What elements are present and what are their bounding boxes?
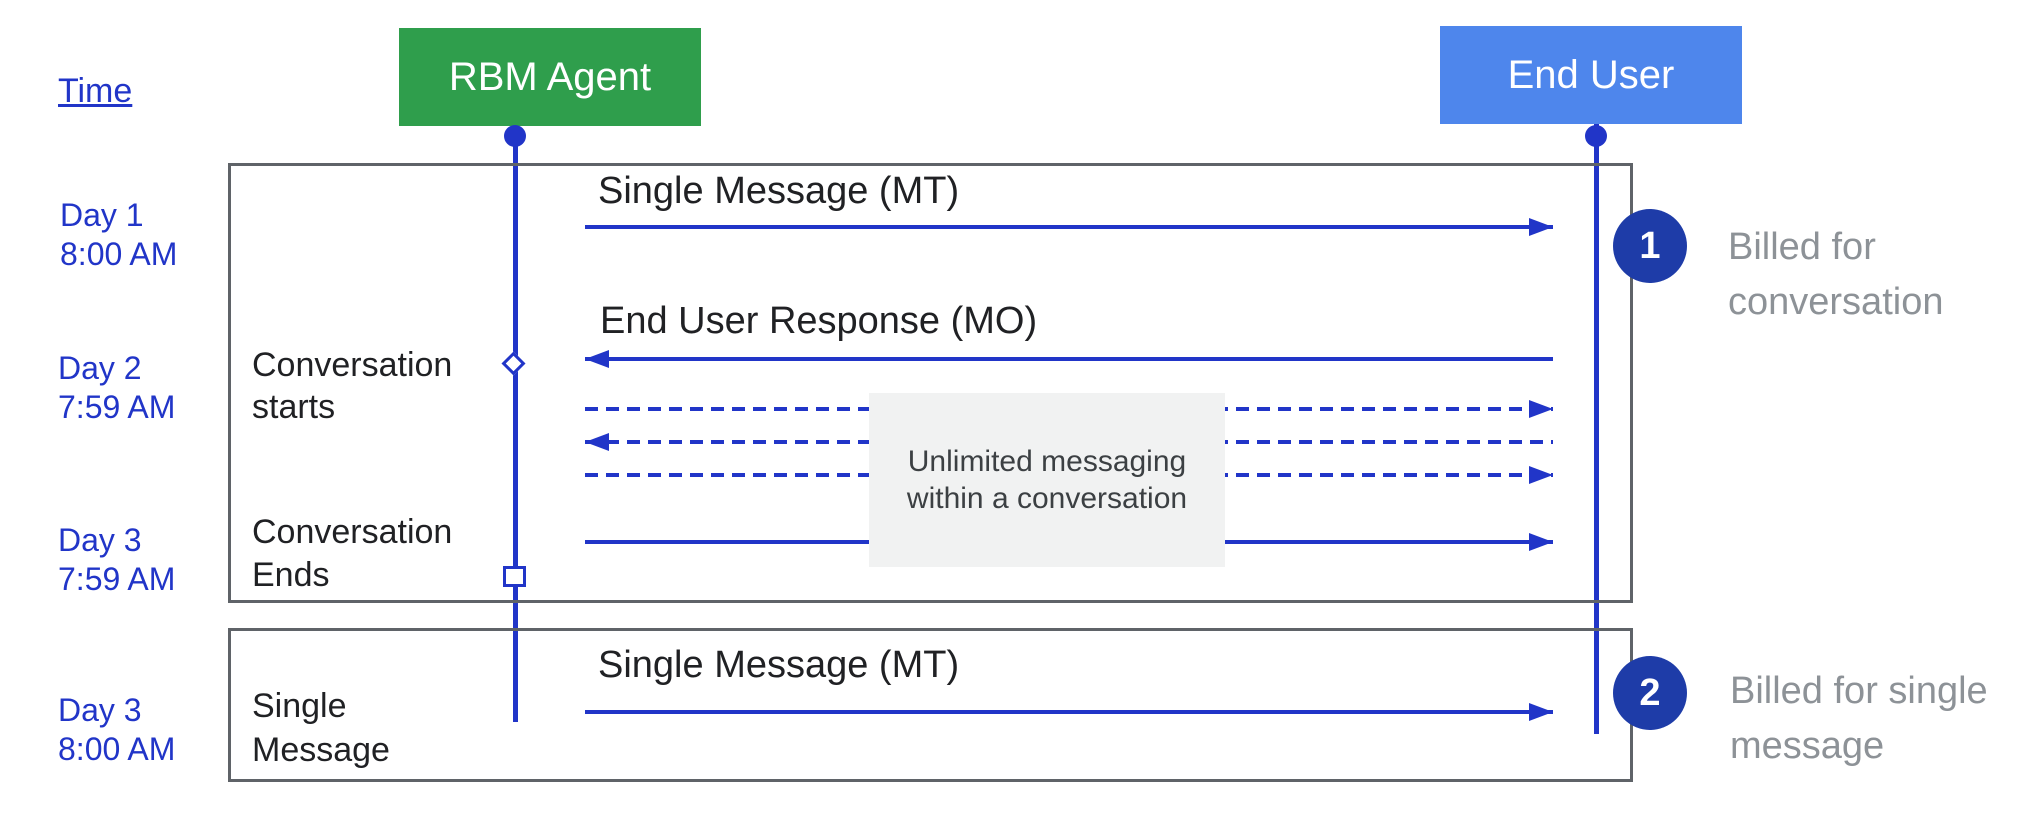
time-axis-label: Time — [58, 72, 133, 110]
unlimited-messaging-note-text: Unlimited messaging within a conversatio… — [906, 445, 1188, 515]
actor-rbm-agent: RBM Agent — [399, 28, 701, 126]
conversation-frame — [228, 163, 1633, 603]
billing-badge-1: 1 — [1613, 209, 1687, 283]
billing-label-conversation: Billed for conversation — [1728, 226, 1944, 323]
end-user-lifeline — [1594, 124, 1599, 734]
single-mt-message-arrow-right — [585, 703, 1553, 721]
rbm-agent-lifeline-dot — [504, 125, 526, 147]
arrow-head-left-icon — [585, 433, 609, 451]
arrow-head-right-icon — [1529, 533, 1553, 551]
actor-end-user: End User — [1440, 26, 1742, 124]
conversation-ends-note: Conversation Ends — [252, 513, 453, 594]
end-user-lifeline-dot — [1585, 125, 1607, 147]
conversation-starts-note: Conversation starts — [252, 346, 453, 426]
billing-badge-2-number: 2 — [1639, 671, 1661, 714]
actor-end-user-label: End User — [1507, 52, 1675, 97]
timestamp-day1: Day 1 8:00 AM — [60, 196, 240, 274]
timestamp-day3-759: Day 3 7:59 AM — [58, 521, 238, 599]
arrow-head-right-icon — [1529, 703, 1553, 721]
actor-rbm-agent-label: RBM Agent — [448, 54, 652, 99]
arrow-head-right-icon — [1529, 400, 1553, 418]
billing-label-single-message: Billed for single message — [1730, 670, 1988, 767]
arrow-head-right-icon — [1529, 466, 1553, 484]
rbm-agent-lifeline — [513, 126, 518, 722]
arrow-head-right-icon — [1529, 218, 1553, 236]
conversation-end-square-icon — [503, 566, 526, 587]
mt-message-label: Single Message (MT) — [598, 170, 960, 212]
timestamp-day3-759-day: Day 3 — [58, 522, 142, 558]
mo-response-label: End User Response (MO) — [600, 300, 1038, 342]
single-mt-message-label: Single Message (MT) — [598, 644, 960, 686]
timestamp-day3-800: Day 3 8:00 AM — [58, 691, 238, 769]
billing-badge-2: 2 — [1613, 656, 1687, 730]
arrow-head-left-icon — [585, 350, 609, 368]
timestamp-day3-800-day: Day 3 — [58, 692, 142, 728]
timestamp-day2-day: Day 2 — [58, 350, 142, 386]
timestamp-day1-time: 8:00 AM — [60, 236, 178, 272]
timestamp-day3-759-time: 7:59 AM — [58, 561, 176, 597]
billing-badge-1-number: 1 — [1639, 224, 1661, 267]
mo-response-arrow-left — [585, 350, 1553, 368]
timestamp-day2: Day 2 7:59 AM — [58, 349, 238, 427]
unlimited-messaging-note: Unlimited messaging within a conversatio… — [869, 393, 1225, 567]
timestamp-day2-time: 7:59 AM — [58, 389, 176, 425]
mt-message-arrow-right — [585, 218, 1553, 236]
single-message-row-note: Single Message — [252, 687, 390, 769]
timestamp-day1-day: Day 1 — [60, 197, 144, 233]
timestamp-day3-800-time: 8:00 AM — [58, 731, 176, 767]
